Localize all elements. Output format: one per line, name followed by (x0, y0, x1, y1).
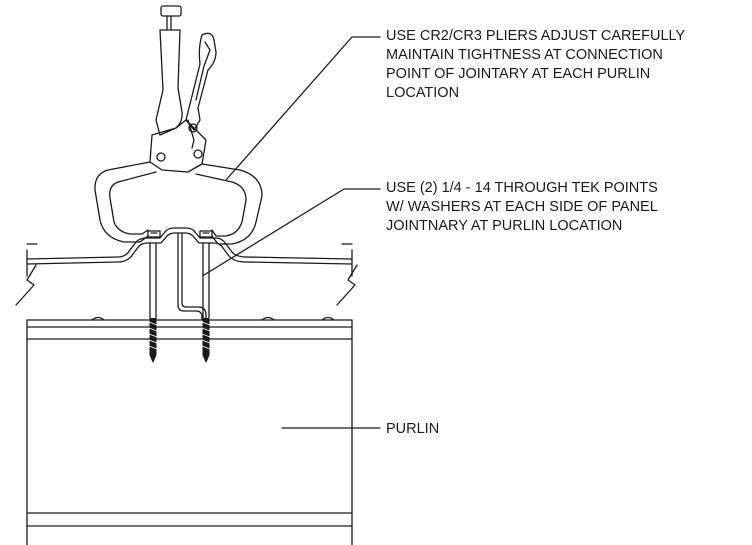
leader-screws (203, 188, 381, 276)
roof-panel (15, 237, 358, 306)
note-screws-line: W/ WASHERS AT EACH SIDE OF PANEL (386, 199, 658, 215)
note-screws-line: JOINTNARY AT PURLIN LOCATION (386, 218, 623, 234)
note-pliers-line: USE CR2/CR3 PLIERS ADJUST CAREFULLY (386, 28, 686, 44)
tek-screw-right (199, 230, 213, 363)
leader-pliers (225, 36, 381, 181)
note-screws-line: USE (2) 1/4 - 14 THROUGH TEK POINTS (386, 180, 658, 196)
note-pliers-line: LOCATION (386, 85, 460, 101)
leader-lines (203, 36, 381, 429)
note-pliers-line: MAINTAIN TIGHTNESS AT CONNECTION (386, 47, 663, 63)
purlin (26, 316, 353, 545)
tek-screw-left (147, 230, 161, 363)
note-tek-screws: USE (2) 1/4 - 14 THROUGH TEK POINTS W/ W… (386, 179, 658, 236)
panel-seam (149, 227, 211, 321)
label-purlin: PURLIN (386, 421, 440, 437)
note-pliers-line: POINT OF JOINTARY AT EACH PURLIN (386, 66, 651, 82)
note-pliers-adjustment: USE CR2/CR3 PLIERS ADJUST CAREFULLY MAIN… (386, 27, 685, 103)
locking-pliers (94, 5, 263, 245)
